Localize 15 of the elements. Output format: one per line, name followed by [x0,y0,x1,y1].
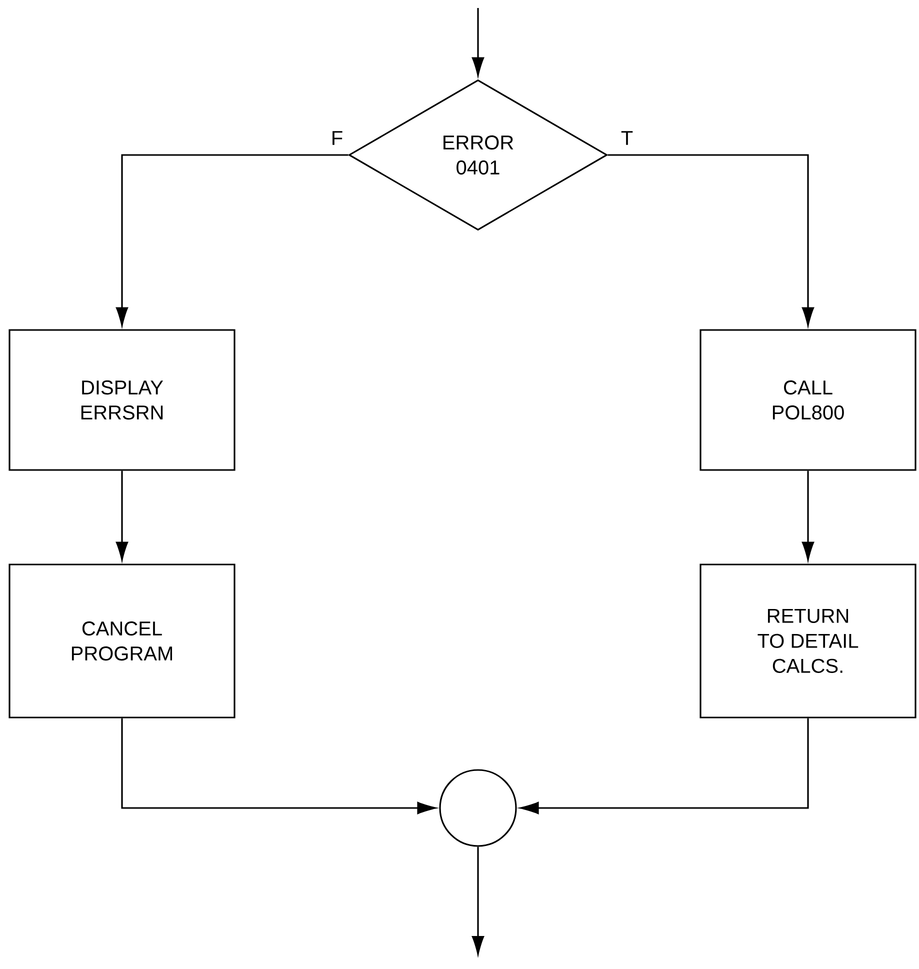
process-box: CALL POL800 [700,329,916,471]
arrow [116,470,128,560]
process-box: CANCEL PROGRAM [8,564,236,718]
arrow [608,154,814,326]
arrow [116,154,348,326]
arrow [472,846,484,955]
process-box: DISPLAY ERRSRN [8,329,236,471]
arrow [121,718,436,814]
process-box: RETURN TO DETAIL CALCS. [700,564,916,718]
edge-label: F [330,130,344,146]
arrow [472,8,484,76]
edge-label: T [620,130,634,146]
arrow [802,470,814,560]
arrow [520,718,809,814]
connector-circle [439,769,517,847]
